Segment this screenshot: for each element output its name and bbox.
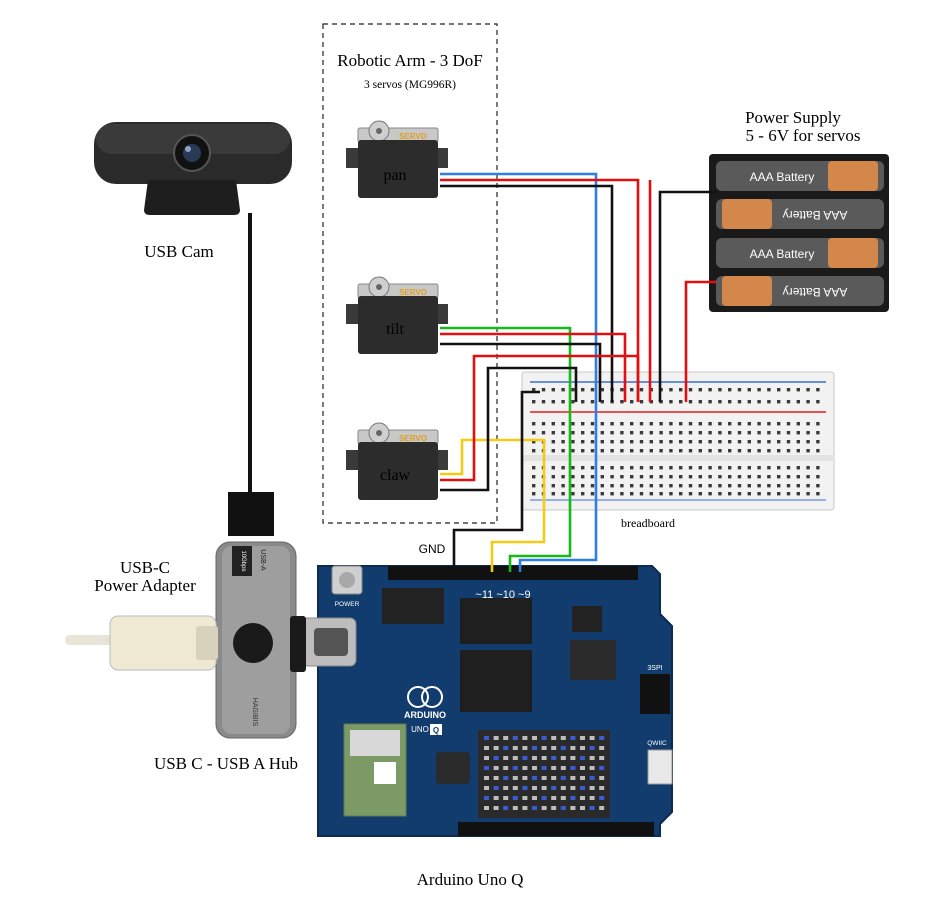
wire-tilt-green <box>440 326 572 572</box>
power-supply-label-1: Power Supply <box>745 108 841 127</box>
wire-ps-black <box>658 190 716 402</box>
wire-gnd <box>452 390 540 572</box>
usbc-power-adapter <box>65 615 218 671</box>
wire-tilt-black <box>440 342 602 402</box>
arduino-brand: ARDUINO <box>404 710 446 720</box>
servo-claw: SERVO claw <box>346 422 448 500</box>
wires <box>440 172 716 572</box>
qwiic-label: QWIIC <box>647 740 667 747</box>
breadboard <box>521 371 835 511</box>
servo-tag: SERVO <box>399 132 427 141</box>
battery-label: AAA Battery <box>783 208 848 222</box>
battery-label: AAA Battery <box>750 170 815 184</box>
board-model: UNO <box>411 725 429 734</box>
wire-claw-black <box>440 366 578 492</box>
servo-tilt: SERVO tilt <box>346 276 448 354</box>
servo-tag: SERVO <box>399 434 427 443</box>
usbc-adapter-label-1: USB-C <box>120 558 170 577</box>
robotic-arm-group <box>322 23 498 524</box>
usb-hub: USB-A 10Gbps HAGIBIS <box>215 541 306 739</box>
power-supply-label-2: 5 - 6V for servos <box>746 126 861 145</box>
servo-claw-label: claw <box>380 467 411 484</box>
board-model-tag: Q <box>433 726 439 735</box>
wire-tilt-red <box>440 332 627 402</box>
wire-pan-black <box>440 184 614 402</box>
wire-claw-yellow <box>440 438 546 572</box>
gnd-label: GND <box>419 542 446 556</box>
servo-tag: SERVO <box>399 288 427 297</box>
hub-speed-label: 10Gbps <box>240 550 246 571</box>
wire-claw-red <box>440 354 640 482</box>
hub-label: USB C - USB A Hub <box>154 754 298 773</box>
servo-pan-label: pan <box>383 167 406 184</box>
hub-brand: HAGIBIS <box>251 698 258 727</box>
usb-cam <box>94 122 292 215</box>
wire-pan-red <box>440 178 640 402</box>
usb-cam-label: USB Cam <box>144 242 213 261</box>
battery-holder: AAA Battery AAA Battery AAA Battery AAA … <box>709 154 889 312</box>
spi-label: 3SPI <box>647 665 662 672</box>
wire-ps-red <box>684 280 716 402</box>
arduino-uno-q: POWER ~11 ~10 ~9 ARDUINO UNO Q 3SPI QWII… <box>301 565 673 837</box>
robotic-arm-subtitle: 3 servos (MG996R) <box>364 79 456 91</box>
servo-pan: SERVO pan <box>346 120 448 198</box>
robotic-arm-title: Robotic Arm - 3 DoF <box>337 51 482 70</box>
wire-pan-blue <box>440 172 598 572</box>
usbc-adapter-label-2: Power Adapter <box>94 576 196 595</box>
breadboard-label: breadboard <box>621 516 675 530</box>
usb-a-plug <box>228 492 274 536</box>
arduino-label: Arduino Uno Q <box>417 870 524 889</box>
servo-tilt-label: tilt <box>386 321 404 338</box>
power-label: POWER <box>335 601 360 608</box>
battery-label: AAA Battery <box>750 247 815 261</box>
hub-port-label: USB-A <box>259 549 266 571</box>
battery-label: AAA Battery <box>783 285 848 299</box>
